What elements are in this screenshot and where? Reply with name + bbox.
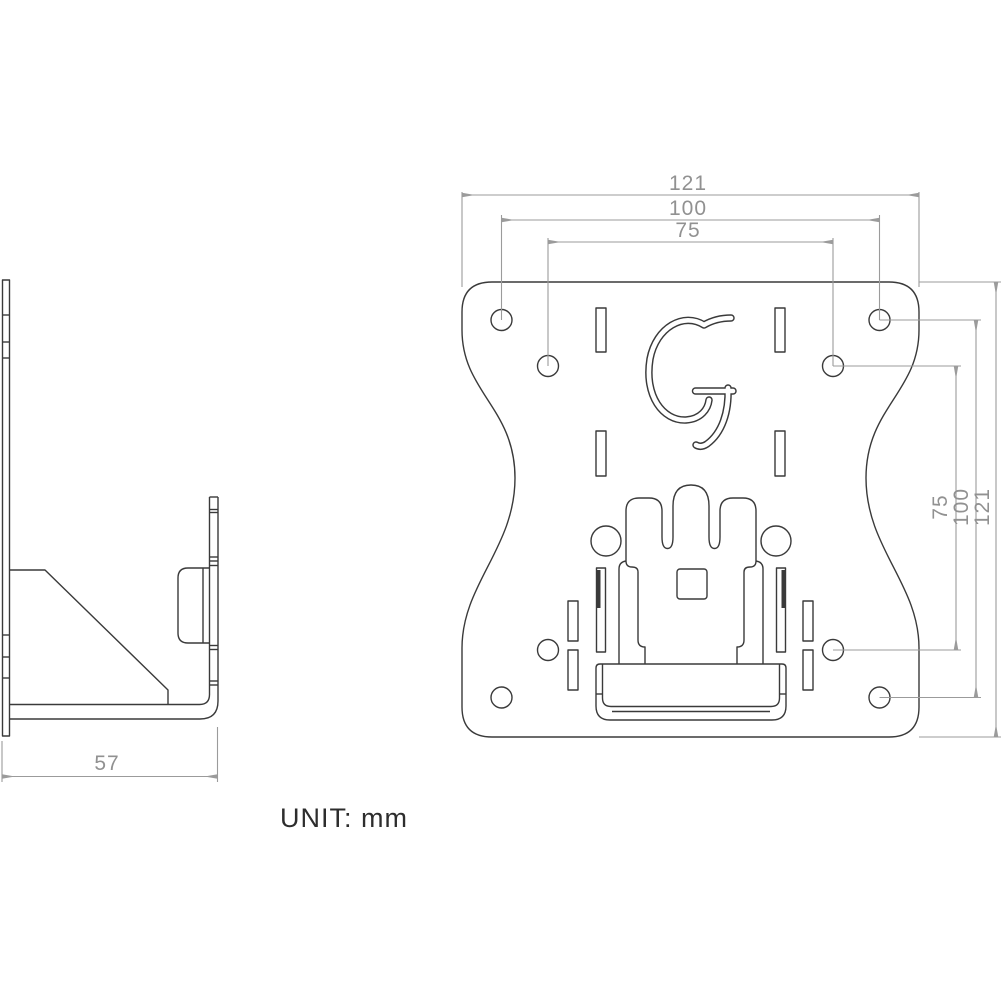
dim-100-top-label: 100: [669, 197, 707, 220]
dimensions-top: 121 100 75: [461, 172, 920, 366]
slot-mid-left: [595, 430, 607, 477]
dim-121-right-label: 121: [971, 488, 994, 526]
dim-57-label: 57: [94, 752, 119, 775]
latch-crown-shoulder-left: [625, 560, 639, 573]
latch-pivot-left: [590, 525, 622, 557]
hole-75-bottom-left: [536, 638, 560, 662]
latch-crown: [625, 484, 757, 561]
unit-note: UNIT: mm: [280, 803, 408, 833]
dim-75-right-label: 75: [929, 494, 952, 519]
latch-pivot-right: [760, 525, 792, 557]
slot-lower-outer-left-1: [567, 600, 579, 642]
brand-logo-g: [645, 314, 737, 451]
side-gusset: [9, 569, 169, 704]
side-latch-block: [177, 567, 210, 644]
latch-arm-right: [736, 560, 764, 664]
latch-assembly: [590, 484, 792, 721]
slot-lower-outer-left-2: [567, 649, 579, 691]
side-arm-inner: [9, 497, 211, 706]
side-arm-outer: [9, 497, 219, 720]
latch-crown-shoulder-right: [743, 560, 757, 573]
dim-75-top-label: 75: [675, 219, 700, 242]
side-wall-plate-hole-ticks: [2, 314, 10, 679]
dimension-57: 57: [1, 727, 219, 782]
latch-spring-slot-left: [595, 567, 607, 653]
latch-body: [595, 663, 787, 721]
latch-spring-slot-right: [775, 567, 787, 653]
dimensions-right: 75 100 121: [833, 281, 1001, 738]
slot-mid-right: [774, 430, 786, 477]
slot-lower-outer-right-1: [802, 600, 814, 642]
hole-100-bottom-left: [490, 686, 513, 709]
slot-lower-outer-right-2: [802, 649, 814, 691]
dim-121-top-label: 121: [669, 172, 707, 195]
dim-100-right-label: 100: [950, 488, 973, 526]
plate-outline: [461, 281, 920, 738]
side-wall-plate: [1, 279, 11, 737]
front-view-plate: [461, 281, 920, 738]
latch-center-square: [676, 568, 708, 600]
vesa-100-holes: [490, 308, 891, 709]
side-view-bracket: [1, 279, 219, 737]
latch-arm-left: [618, 560, 646, 664]
vesa-75-holes: [536, 354, 845, 662]
slot-upper-right: [774, 307, 786, 353]
slot-upper-left: [595, 307, 607, 353]
plate-slots: [567, 307, 814, 691]
side-vesa-plate-ticks: [209, 508, 218, 686]
